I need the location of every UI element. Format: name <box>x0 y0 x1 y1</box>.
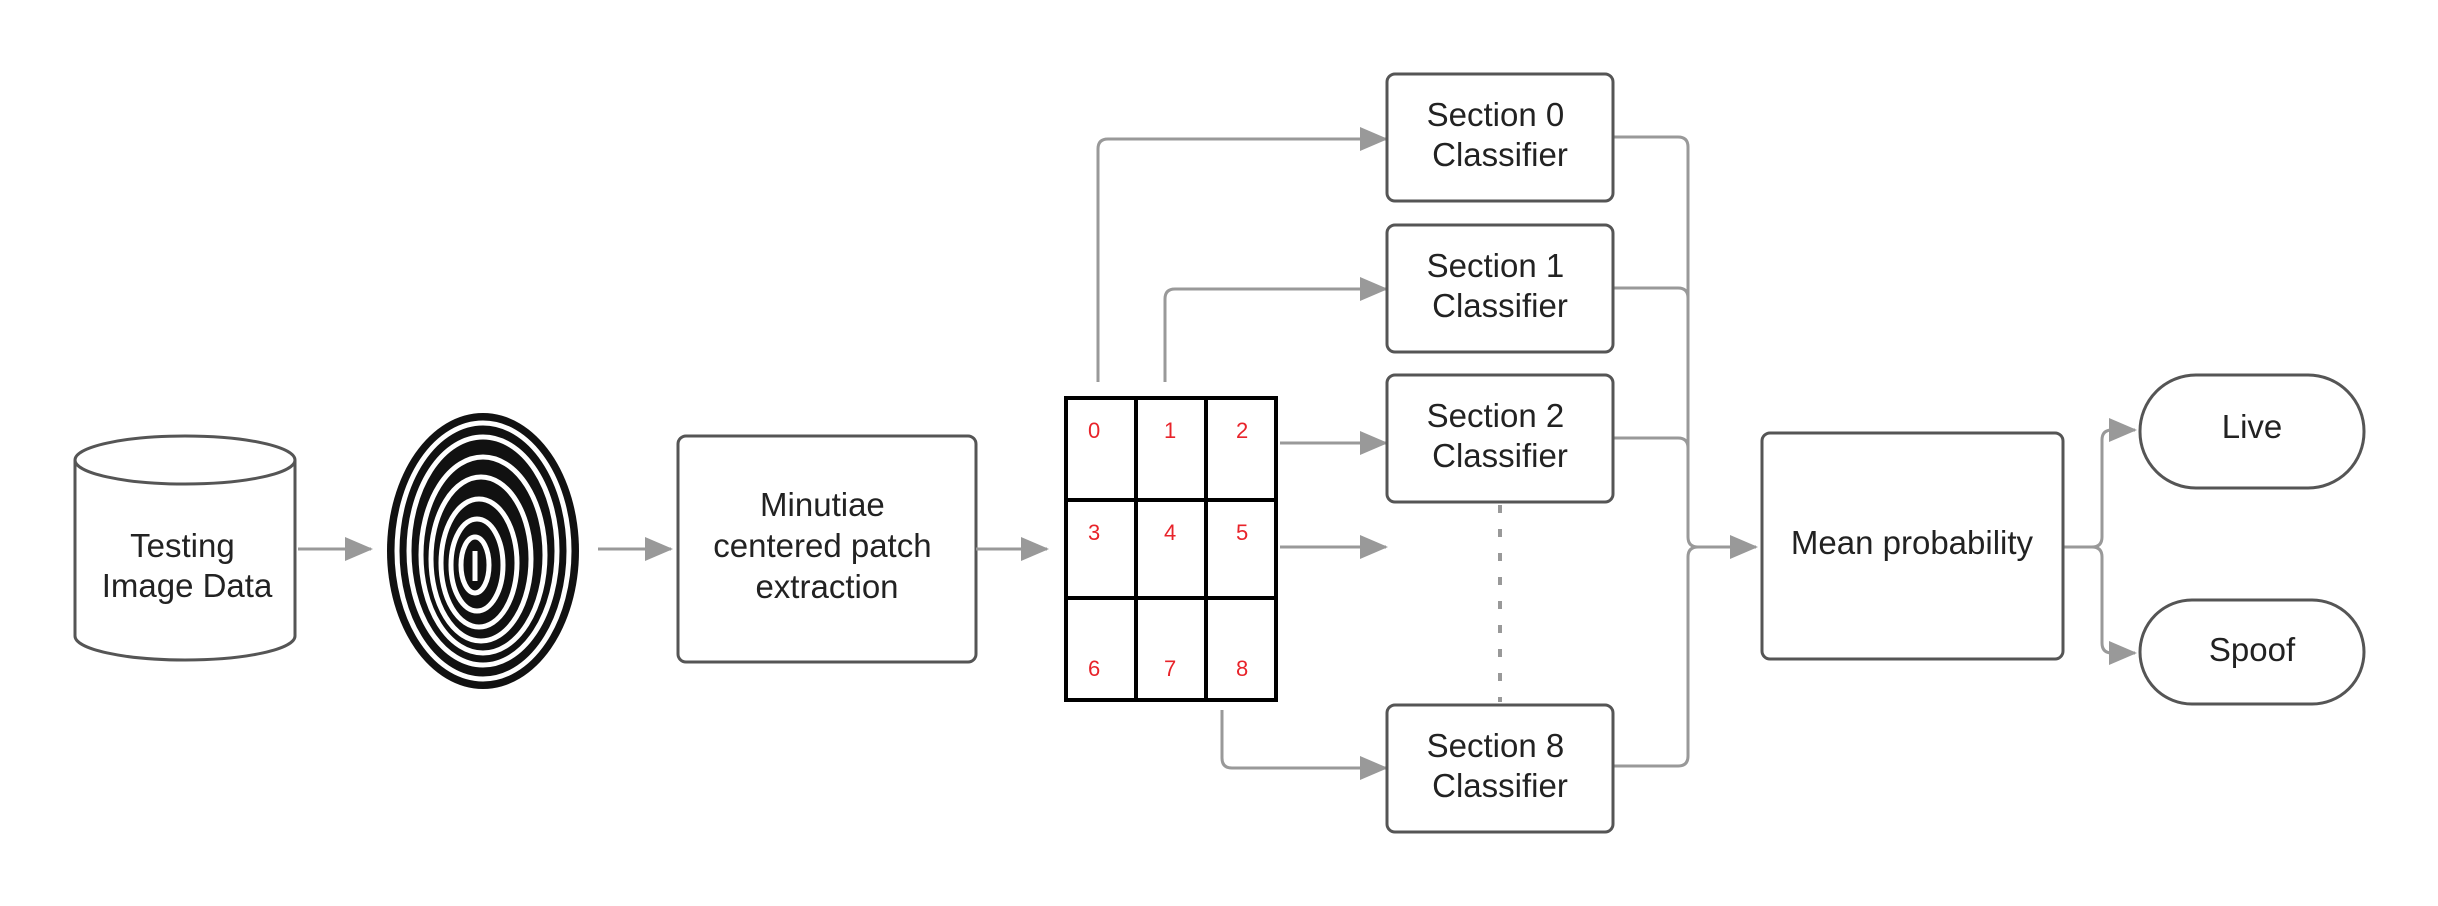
svg-text:Section 2 Classifier: Section 2 Classifier <box>1427 397 1574 474</box>
cylinder-top <box>73 434 297 486</box>
classifier-box <box>1385 373 1615 504</box>
section-number-4: 4 <box>1164 520 1176 545</box>
classifier-0-line-1: Section 0 <box>1427 96 1565 133</box>
classifier-1-line-2: Classifier <box>1432 287 1568 324</box>
section-number-8: 8 <box>1236 656 1248 681</box>
mean-probability-node: Mean probability <box>1760 431 2065 661</box>
section-number-2: 2 <box>1236 418 1248 443</box>
section-number-3: 3 <box>1088 520 1100 545</box>
arrow-mean-to-spoof <box>2063 545 2137 665</box>
classifier-section-0: Section 0 Classifier <box>1385 72 1615 203</box>
source-label-line-1: Testing <box>130 527 235 564</box>
svg-text:Section 0 Classifier: Section 0 Classifier <box>1427 96 1574 173</box>
section-number-5: 5 <box>1236 520 1248 545</box>
classifier-section-1: Section 1 Classifier <box>1385 223 1615 354</box>
classifier-box <box>1385 223 1615 354</box>
classifier-box <box>1385 72 1615 203</box>
arrow-section-1-to-mean <box>1614 286 1690 537</box>
patch-extraction-node: Minutiae centered patch extraction <box>676 434 978 664</box>
section-number-7: 7 <box>1164 656 1176 681</box>
section-number-0: 0 <box>1088 418 1100 443</box>
extraction-label-line-1: Minutiae <box>760 486 885 523</box>
classifier-section-2: Section 2 Classifier <box>1385 373 1615 504</box>
svg-text:Minutiae centered patch: Minutiae centered patch extraction <box>713 486 941 605</box>
section-number-6: 6 <box>1088 656 1100 681</box>
classifier-0-line-2: Classifier <box>1432 136 1568 173</box>
live-terminal <box>2138 373 2366 490</box>
arrow-section-0-to-mean <box>1614 135 1758 559</box>
classifier-section-8: Section 8 Classifier <box>1385 703 1615 834</box>
classifier-8-line-1: Section 8 <box>1427 727 1565 764</box>
extraction-label-line-3: extraction <box>755 568 898 605</box>
fingerprint-icon <box>387 413 579 689</box>
arrow-grid-to-section-0 <box>1096 127 1388 382</box>
arrow-mean-to-live <box>2063 418 2137 549</box>
grid-frame <box>1064 396 1278 702</box>
sectioned-fingerprint: 0 1 2 3 4 5 6 7 8 <box>1064 396 1278 702</box>
output-live: Live <box>2138 373 2366 490</box>
live-label: Live <box>2222 408 2283 445</box>
section-number-1: 1 <box>1164 418 1176 443</box>
arrow-grid-to-section-1 <box>1163 277 1388 382</box>
output-spoof: Spoof <box>2138 598 2366 706</box>
arrow-section-8-to-mean <box>1614 545 1699 768</box>
svg-text:Section 8 Classifier: Section 8 Classifier <box>1427 727 1574 804</box>
classifier-2-line-2: Classifier <box>1432 437 1568 474</box>
connectors <box>298 127 2137 780</box>
svg-text:Section 1 Classifier: Section 1 Classifier <box>1427 247 1574 324</box>
extraction-label-line-2: centered patch <box>713 527 931 564</box>
classifier-box <box>1385 703 1615 834</box>
arrow-section-2-to-mean <box>1614 436 1690 537</box>
classifier-2-line-1: Section 2 <box>1427 397 1565 434</box>
mean-probability-box <box>1760 431 2065 661</box>
spoof-label: Spoof <box>2209 631 2296 668</box>
arrow-grid-to-section-8 <box>1220 710 1388 780</box>
mean-probability-label: Mean probability <box>1791 524 2034 561</box>
source-label-line-2: Image Data <box>102 567 273 604</box>
cylinder-database-icon <box>73 460 297 662</box>
classifier-1-line-1: Section 1 <box>1427 247 1565 284</box>
testing-image-data-node: Testing Image Data <box>73 434 297 662</box>
spoof-terminal <box>2138 598 2366 706</box>
classifier-8-line-2: Classifier <box>1432 767 1568 804</box>
svg-text:Testing Image Data: Testing Image Data <box>102 527 273 604</box>
